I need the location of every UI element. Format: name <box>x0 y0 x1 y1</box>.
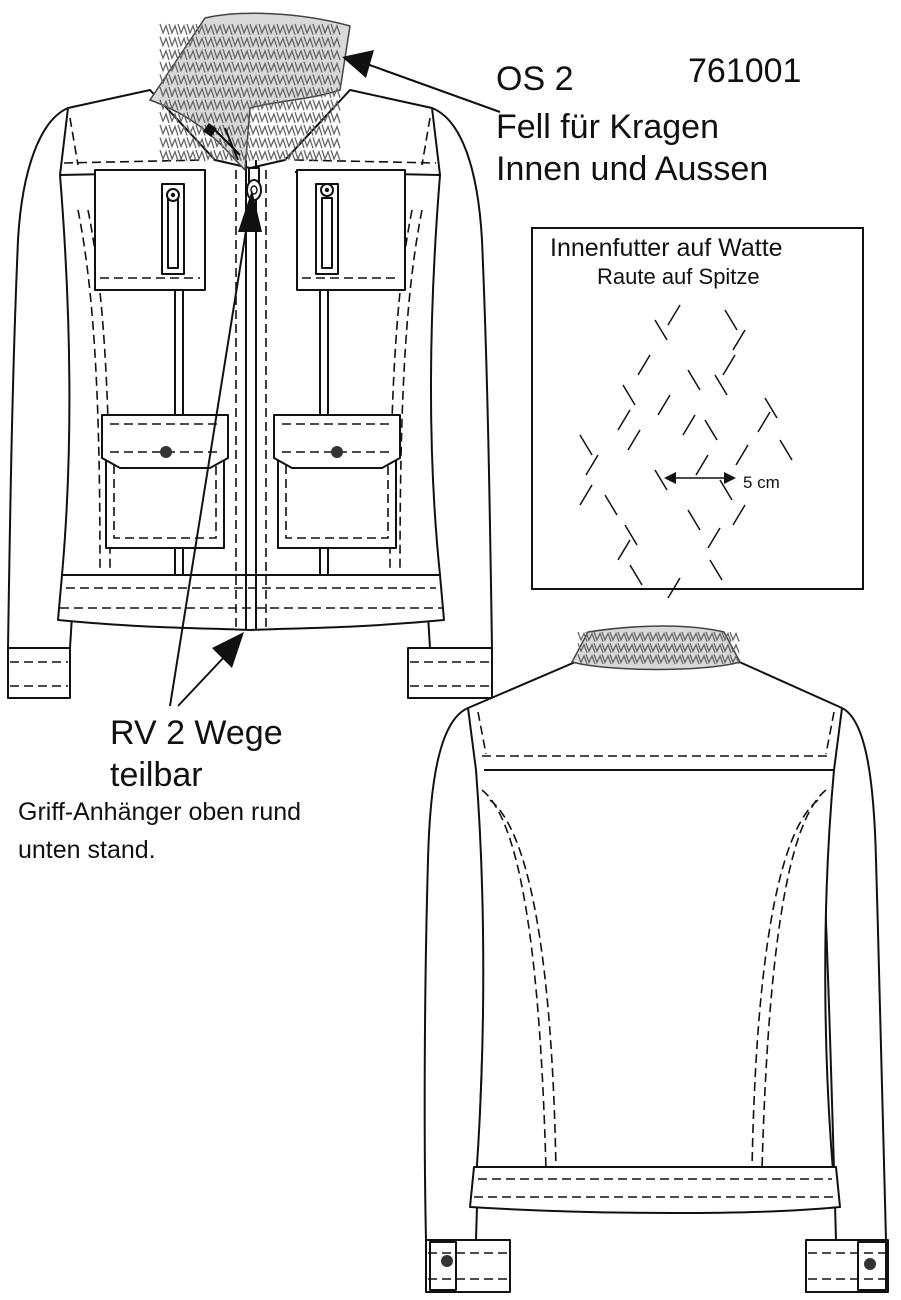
article-number: 761001 <box>688 52 802 90</box>
back-body <box>467 659 843 1206</box>
quilt-diamond-pattern <box>579 304 793 599</box>
lining-note-box <box>531 227 864 590</box>
back-right-sleeve <box>819 707 887 1241</box>
zipper-note-line2: teilbar <box>110 756 203 794</box>
back-waistband <box>469 1166 841 1214</box>
collar-code: OS 2 <box>496 60 574 98</box>
lining-note-subtitle: Raute auf Spitze <box>597 264 760 289</box>
front-right-cuff <box>407 647 493 699</box>
zipper-note-line3: Griff-Anhänger oben rund <box>18 798 302 826</box>
spacing-dimension <box>664 472 736 484</box>
back-right-cuff <box>805 1239 889 1293</box>
front-left-cuff <box>7 647 71 699</box>
front-jacket-sketch <box>7 12 493 699</box>
zipper-note-line4: unten stand. <box>18 836 156 864</box>
collar-note-line1: Fell für Kragen <box>496 108 719 146</box>
leader-arrow <box>169 50 501 707</box>
quilt-spacing-label: 5 cm <box>743 473 780 492</box>
lining-note-title: Innenfutter auf Watte <box>550 234 783 262</box>
front-waistband <box>57 574 445 631</box>
collar-note-line2: Innen und Aussen <box>496 150 769 188</box>
back-left-cuff <box>425 1239 511 1293</box>
zipper-note-line1: RV 2 Wege <box>110 714 283 752</box>
zipper-pull <box>246 179 262 201</box>
back-jacket-sketch <box>423 625 889 1293</box>
